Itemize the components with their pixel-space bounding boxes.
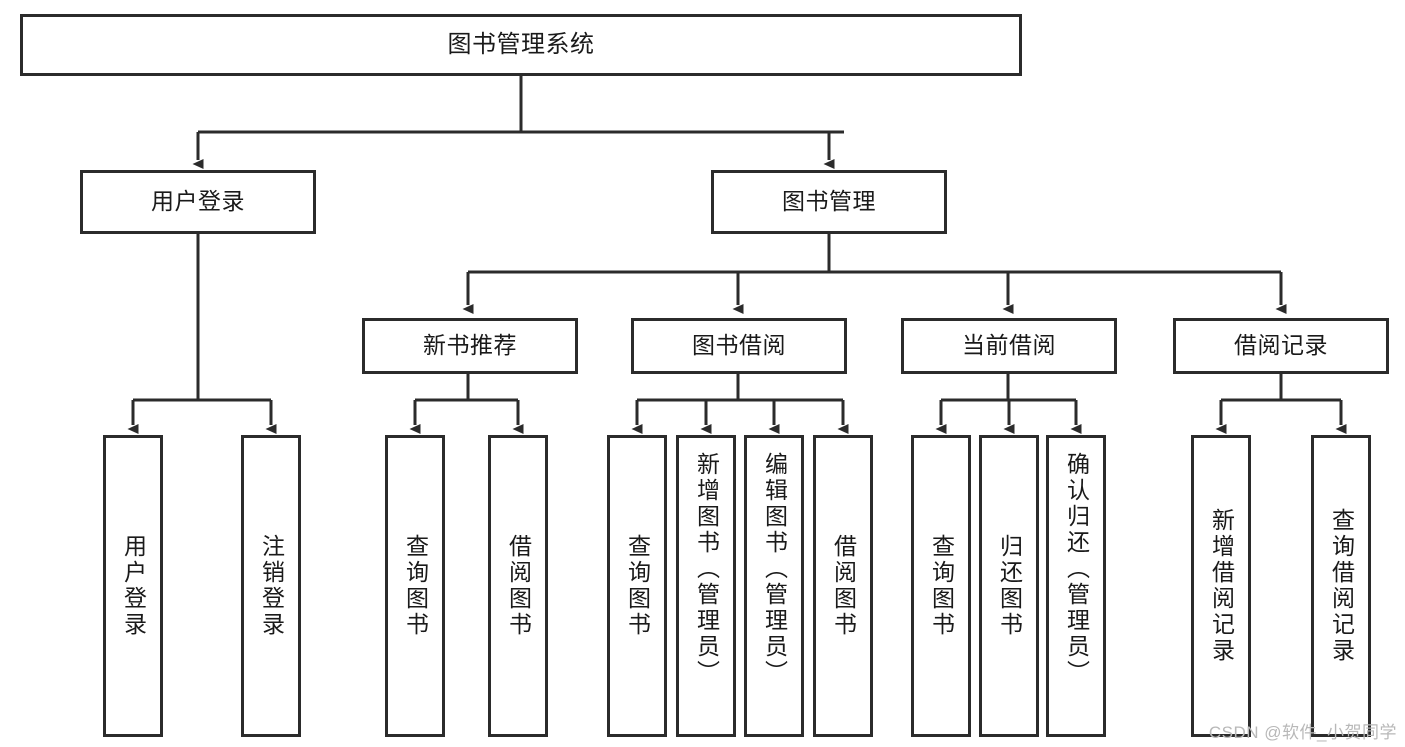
leaf-current-confirm-return-admin[interactable]: 确认归还（管理员） xyxy=(1046,435,1106,737)
leaf-current-return-book[interactable]: 归还图书 xyxy=(979,435,1039,737)
leaf-borrow-borrow-book[interactable]: 借阅图书 xyxy=(813,435,873,737)
node-book-management[interactable]: 图书管理 xyxy=(711,170,947,234)
node-label: 归还图书 xyxy=(996,534,1023,638)
node-book-borrow[interactable]: 图书借阅 xyxy=(631,318,847,374)
node-label: 查询图书 xyxy=(928,534,955,638)
leaf-user-login-sign-in[interactable]: 用户登录 xyxy=(103,435,163,737)
leaf-new-book-query-book[interactable]: 查询图书 xyxy=(385,435,445,737)
leaf-user-login-sign-out[interactable]: 注销登录 xyxy=(241,435,301,737)
leaf-record-add-borrow-record[interactable]: 新增借阅记录 xyxy=(1191,435,1251,737)
node-label: 图书管理系统 xyxy=(447,30,595,58)
node-label: 编辑图书（管理员） xyxy=(761,452,788,686)
node-label: 当前借阅 xyxy=(962,332,1056,359)
node-label: 查询图书 xyxy=(624,534,651,638)
node-root-book-management-system[interactable]: 图书管理系统 xyxy=(20,14,1022,76)
node-user-login[interactable]: 用户登录 xyxy=(80,170,316,234)
node-label: 用户登录 xyxy=(151,188,245,215)
leaf-current-query-book[interactable]: 查询图书 xyxy=(911,435,971,737)
node-label: 图书管理 xyxy=(782,188,876,215)
leaf-borrow-query-book[interactable]: 查询图书 xyxy=(607,435,667,737)
node-label: 用户登录 xyxy=(120,534,147,638)
leaf-borrow-add-book-admin[interactable]: 新增图书（管理员） xyxy=(676,435,736,737)
node-label: 确认归还（管理员） xyxy=(1063,452,1090,686)
node-label: 查询图书 xyxy=(402,534,429,638)
node-label: 借阅图书 xyxy=(505,534,532,638)
node-label: 新增借阅记录 xyxy=(1208,508,1235,664)
node-label: 借阅图书 xyxy=(830,534,857,638)
node-label: 新增图书（管理员） xyxy=(693,452,720,686)
node-borrow-record[interactable]: 借阅记录 xyxy=(1173,318,1389,374)
node-new-book-recommend[interactable]: 新书推荐 xyxy=(362,318,578,374)
leaf-borrow-edit-book-admin[interactable]: 编辑图书（管理员） xyxy=(744,435,804,737)
node-label: 图书借阅 xyxy=(692,332,786,359)
watermark-text: CSDN @软件_小贺同学 xyxy=(1208,723,1397,742)
leaf-record-query-borrow-record[interactable]: 查询借阅记录 xyxy=(1311,435,1371,737)
node-label: 借阅记录 xyxy=(1234,332,1328,359)
node-current-borrow[interactable]: 当前借阅 xyxy=(901,318,1117,374)
node-label: 查询借阅记录 xyxy=(1328,508,1355,664)
node-label: 注销登录 xyxy=(258,534,285,638)
node-label: 新书推荐 xyxy=(423,332,517,359)
leaf-new-book-borrow-book[interactable]: 借阅图书 xyxy=(488,435,548,737)
